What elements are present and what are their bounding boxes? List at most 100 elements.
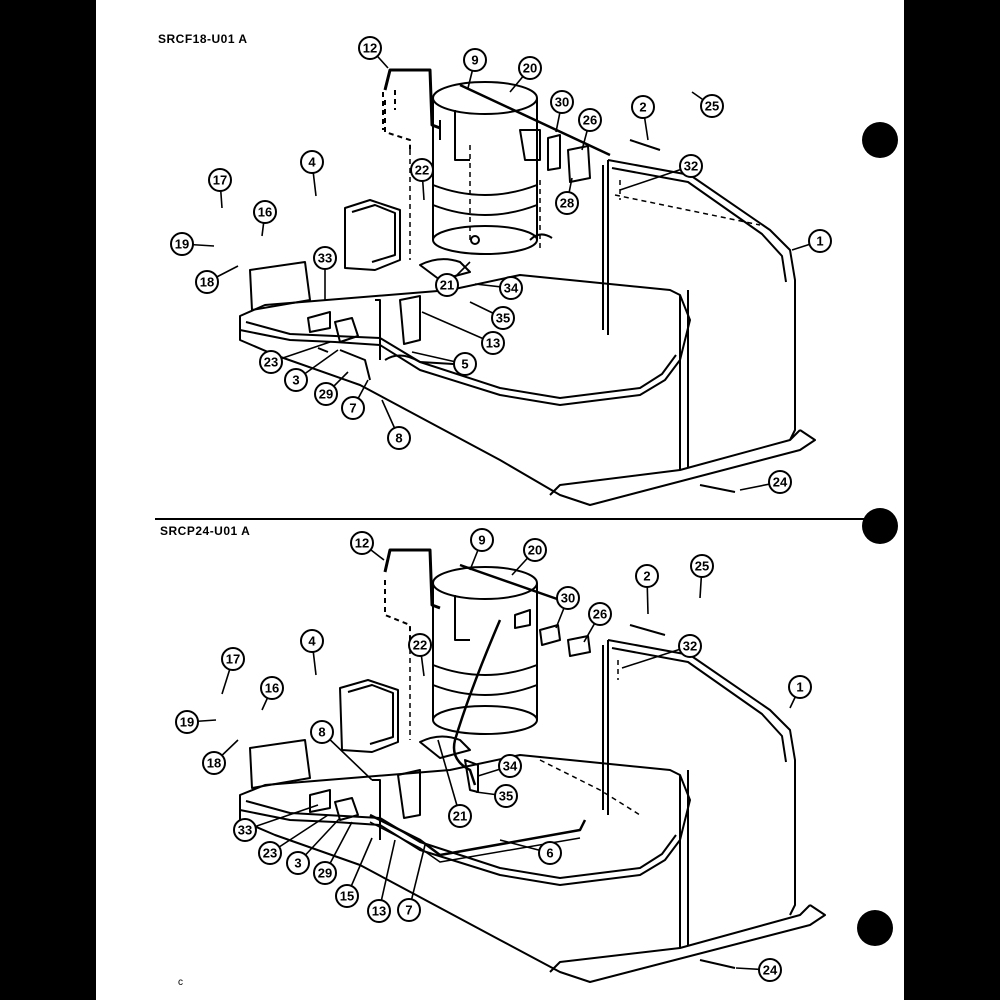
bottom-callout-circle	[221, 647, 245, 671]
top-callout-circle	[453, 352, 477, 376]
bottom-callout-circle	[258, 841, 282, 865]
top-callout-label: 5	[461, 357, 468, 372]
bottom-callout-label: 1	[796, 680, 803, 695]
bottom-callout-circle	[470, 528, 494, 552]
bottom-callout-label: 21	[453, 809, 467, 824]
bottom-callout-circle	[690, 554, 714, 578]
bottom-callout-label: 4	[308, 634, 316, 649]
bottom-callout-circle	[397, 898, 421, 922]
top-callout-circle	[499, 276, 523, 300]
bottom-suction-tube	[459, 563, 561, 602]
bottom-callout-label: 34	[503, 759, 518, 774]
top-callout-label: 19	[175, 237, 189, 252]
top-callout-label: 24	[773, 475, 788, 490]
top-callout-circle	[314, 382, 338, 406]
top-callout-label: 16	[258, 205, 272, 220]
top-callout-circle	[259, 350, 283, 374]
top-callout-label: 33	[318, 251, 332, 266]
top-callout-circle	[518, 56, 542, 80]
bottom-callout-circle	[310, 720, 334, 744]
bottom-callout-circle	[350, 531, 374, 555]
bottom-callout-label: 16	[265, 681, 279, 696]
bottom-control-bracket	[249, 739, 311, 789]
top-callout-label: 3	[292, 373, 299, 388]
top-assembly	[239, 68, 816, 506]
bottom-base-rail	[239, 810, 826, 983]
top-base-pan	[239, 274, 691, 406]
bottom-callout-circle	[538, 841, 562, 865]
top-callout-label: 8	[395, 431, 402, 446]
top-callout-circle	[208, 168, 232, 192]
bottom-callout-circle	[556, 586, 580, 610]
bottom-callout-circle	[678, 634, 702, 658]
bottom-leader-line	[437, 739, 461, 817]
right-edge-bar	[904, 0, 1000, 1000]
top-callout-label: 35	[496, 311, 510, 326]
bottom-callout-circle	[286, 851, 310, 875]
top-discharge-tube	[383, 68, 441, 130]
bottom-callout-label: 17	[226, 652, 240, 667]
bottom-callout-circle	[448, 804, 472, 828]
top-callout-label: 2	[639, 100, 646, 115]
top-callout-circle	[679, 154, 703, 178]
bottom-callout-label: 3	[294, 856, 301, 871]
top-callout-circle	[700, 94, 724, 118]
bottom-callout-circle	[494, 784, 518, 808]
top-callout-circle	[387, 426, 411, 450]
bottom-assembly	[239, 548, 826, 983]
left-edge-bar	[0, 0, 96, 1000]
top-callout-label: 18	[200, 275, 214, 290]
bottom-callout-circle	[408, 633, 432, 657]
top-callout-label: 1	[816, 234, 823, 249]
bottom-callout-label: 29	[318, 866, 332, 881]
top-callout-label: 23	[264, 355, 278, 370]
top-callout-label: 4	[308, 155, 316, 170]
top-leader-line	[619, 165, 692, 191]
top-callout-circle	[435, 273, 459, 297]
bottom-callout-circle	[635, 564, 659, 588]
top-callout-circle	[313, 246, 337, 270]
bottom-callout-circle	[523, 538, 547, 562]
top-diagram-title: SRCF18-U01 A	[158, 32, 248, 46]
top-partition	[344, 199, 401, 271]
top-callout-circle	[358, 36, 382, 60]
top-back-wall	[602, 159, 796, 470]
bottom-callout-label: 26	[593, 607, 607, 622]
bottom-callout-circle	[233, 818, 257, 842]
top-callout-circle	[631, 95, 655, 119]
top-callout-label: 26	[583, 113, 597, 128]
bottom-callout-circle	[260, 676, 284, 700]
top-compressor	[432, 81, 541, 255]
bottom-callout-label: 13	[372, 904, 386, 919]
bottom-callout-circle	[175, 710, 199, 734]
registration-dot-middle	[862, 508, 898, 544]
bottom-partition	[339, 679, 399, 753]
bottom-callout-circle	[313, 861, 337, 885]
bottom-leader-line	[244, 804, 319, 831]
top-callout-circle	[491, 306, 515, 330]
bottom-callout-circle	[202, 751, 226, 775]
bottom-callout-label: 18	[207, 756, 221, 771]
bottom-diagram-title: SRCP24-U01 A	[160, 524, 250, 538]
top-callout-circle	[300, 150, 324, 174]
top-callout-circle	[768, 470, 792, 494]
top-callout-label: 28	[560, 196, 574, 211]
registration-dot-bottom	[857, 910, 893, 946]
bottom-callout-circle	[758, 958, 782, 982]
bottom-callout-label: 7	[405, 903, 412, 918]
footer-mark: c	[178, 977, 183, 988]
top-callout-circle	[481, 331, 505, 355]
bottom-callout-label: 19	[180, 715, 194, 730]
bottom-callout-label: 25	[695, 559, 709, 574]
top-callout-label: 30	[555, 95, 569, 110]
bottom-callout-circle	[588, 602, 612, 626]
top-callout-circle	[463, 48, 487, 72]
bottom-back-wall	[602, 639, 796, 948]
registration-dot-top	[862, 122, 898, 158]
top-callout-circle	[578, 108, 602, 132]
top-callout-label: 29	[319, 387, 333, 402]
top-callout-circle	[170, 232, 194, 256]
bottom-callout-circle	[788, 675, 812, 699]
